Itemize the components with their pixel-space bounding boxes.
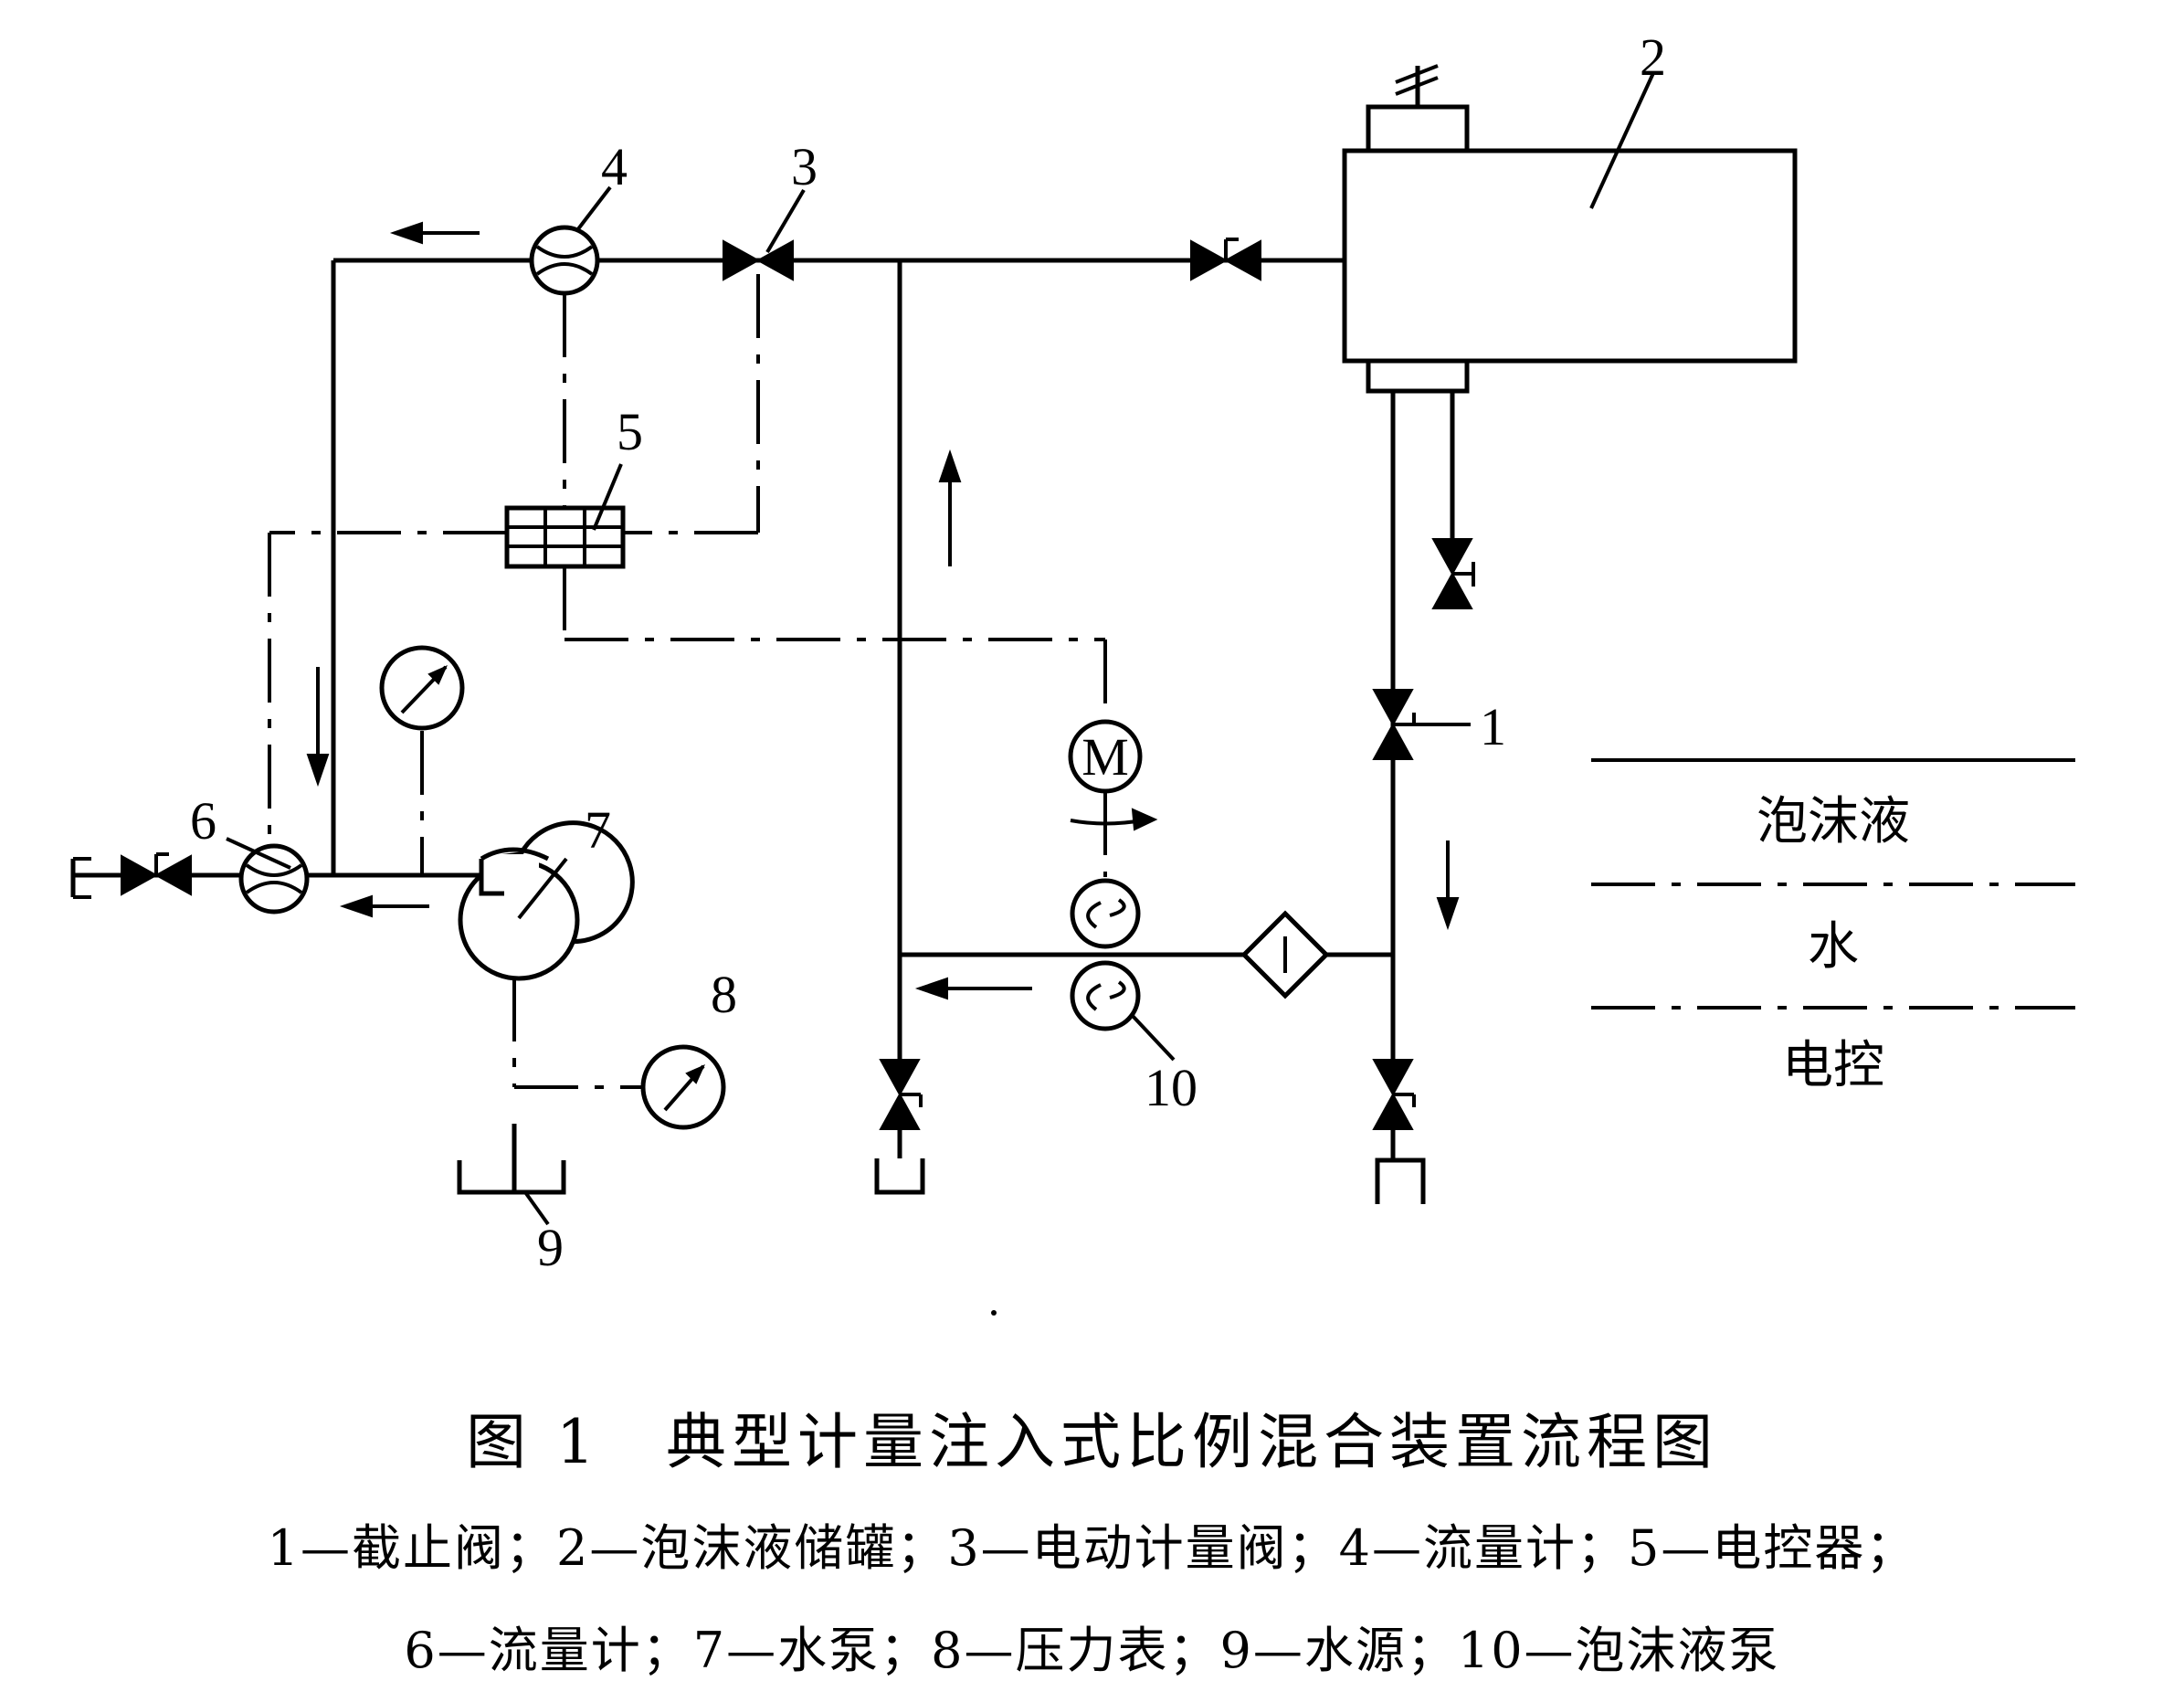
legend-label-water: 水: [1808, 917, 1859, 977]
flow-diagram: M: [70, 27, 2075, 1316]
right-foam-line: [1372, 391, 1475, 1204]
pressure-gauge-top: [379, 645, 465, 731]
component-numbers: 1 2 3 4 5 6 7 8 9 10: [190, 27, 1666, 1277]
label-7: 7: [585, 800, 611, 860]
flow-meter-4: [529, 225, 600, 296]
legend-label-electric: 电控: [1782, 1036, 1884, 1095]
pressure-gauge-8: [640, 1044, 726, 1130]
water-pump-7: [458, 820, 635, 981]
motor: M: [1068, 719, 1158, 831]
figure-caption-title: 图 1 典型计量注入式比例混合装置流程图: [466, 1407, 1718, 1477]
stray-dot: [991, 1310, 997, 1316]
label-2: 2: [1640, 27, 1666, 87]
flow-meter-6: [238, 843, 310, 914]
top-foam-line: [331, 238, 1345, 1060]
label-4: 4: [601, 137, 628, 196]
water-source-9: [457, 1124, 566, 1226]
label-5: 5: [617, 402, 643, 461]
flow-arrows: [306, 221, 1460, 1000]
label-6: 6: [190, 791, 216, 851]
leader-lines: [226, 185, 806, 870]
legend-label-foam: 泡沫液: [1757, 792, 1910, 851]
controller-5: [504, 505, 626, 569]
foam-pump-10: [1070, 878, 1176, 1062]
foam-tank: [1342, 64, 1798, 394]
legend: 泡沫液 水 电控: [1591, 758, 2075, 1095]
metering-valve-3: [723, 239, 794, 281]
label-1: 1: [1480, 697, 1506, 756]
control-lines: [268, 274, 1107, 1089]
label-8: 8: [711, 965, 737, 1024]
label-10: 10: [1145, 1058, 1198, 1117]
label-3: 3: [791, 137, 818, 196]
figure-caption-line-2: 6—流量计；7—水泵；8—压力表；9—水源；10—泡沫液泵: [404, 1622, 1780, 1679]
label-9: 9: [537, 1218, 564, 1277]
filter: [1240, 910, 1330, 999]
motor-label: M: [1081, 727, 1129, 787]
figure-caption-line-1: 1—截止阀；2—泡沫液储罐；3—电动计量阀；4—流量计；5—电控器；: [267, 1519, 1917, 1577]
